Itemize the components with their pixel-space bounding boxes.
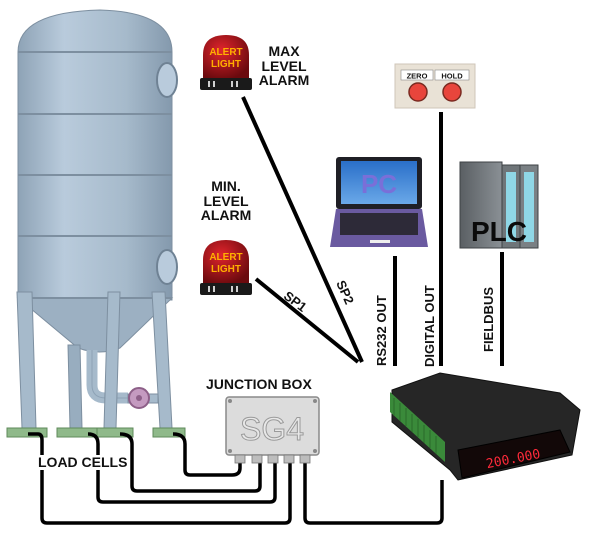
- junction-box-brand: SG4: [240, 411, 304, 447]
- alert-text-line2: LIGHT: [211, 264, 241, 275]
- label-line: LEVEL: [261, 57, 307, 74]
- label-line: ALARM: [258, 72, 310, 89]
- zero-button[interactable]: [408, 82, 428, 102]
- max-level-alarm-label: MAX LEVEL ALARM: [254, 44, 314, 88]
- load-cells: [6, 427, 186, 438]
- max-level-alarm-light: ALERT LIGHT: [200, 35, 252, 90]
- storage-tank: [16, 9, 178, 429]
- label-line: MAX: [268, 43, 300, 59]
- load-cell-1: [6, 427, 48, 438]
- label-line: LEVEL: [203, 192, 249, 209]
- hold-button[interactable]: [442, 82, 462, 102]
- cable-sp2: [241, 96, 364, 363]
- load-cell-cables: [28, 432, 444, 525]
- cable-sp1: [254, 277, 360, 364]
- tank-leg: [16, 291, 37, 429]
- cable-load-cell-2: [87, 432, 277, 504]
- load-cell-3: [96, 427, 134, 438]
- label-line: MIN.: [211, 178, 241, 194]
- load-cells-label: LOAD CELLS: [37, 454, 129, 470]
- zero-hold-panel: ZERO HOLD: [394, 63, 476, 109]
- rs232-out-label: RS232 OUT: [374, 295, 389, 366]
- plc-unit: PLC: [459, 161, 539, 249]
- tank-leg: [151, 291, 173, 429]
- cable-load-cell-3: [119, 432, 262, 493]
- zero-label: ZERO: [407, 72, 428, 81]
- plc-label: PLC: [471, 216, 527, 247]
- weight-indicator: 200.000: [390, 372, 581, 481]
- tank-leg: [67, 344, 83, 429]
- alert-text-line1: ALERT: [209, 47, 242, 58]
- manhole-upper: [156, 62, 178, 98]
- fieldbus-label: FIELDBUS: [481, 287, 496, 352]
- load-cell-4: [152, 427, 186, 438]
- cable-load-cell-4: [172, 432, 242, 477]
- setpoint-cables: [241, 96, 504, 366]
- alert-text-line1: ALERT: [209, 252, 242, 263]
- cable-load-cell-1: [28, 432, 292, 525]
- digital-out-label: DIGITAL OUT: [422, 285, 437, 367]
- cable-glands: [234, 454, 311, 464]
- pc-laptop: PC: [330, 157, 428, 247]
- junction-box: SG4: [225, 396, 320, 464]
- junction-box-label: JUNCTION BOX: [206, 376, 312, 392]
- manhole-lower: [156, 249, 178, 285]
- min-level-alarm-label: MIN. LEVEL ALARM: [196, 179, 256, 223]
- alert-text-line2: LIGHT: [211, 59, 241, 70]
- label-line: ALARM: [200, 207, 252, 224]
- hold-label: HOLD: [441, 72, 463, 81]
- pc-screen-label: PC: [361, 169, 397, 199]
- min-level-alarm-light: ALERT LIGHT: [200, 240, 252, 295]
- cable-junction-to-indicator: [303, 462, 444, 525]
